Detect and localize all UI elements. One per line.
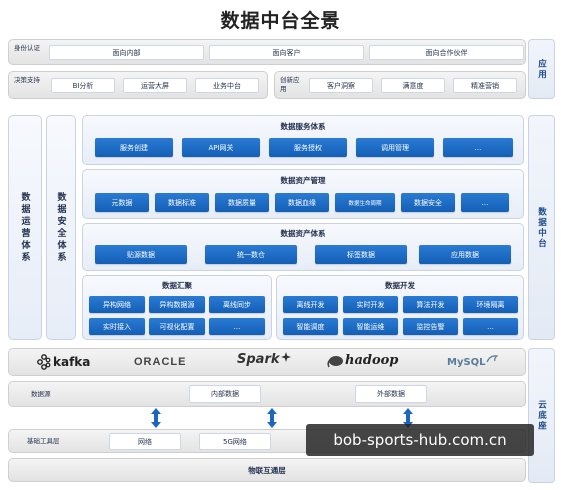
innovation-item-marketing[interactable]: 精准营销	[453, 78, 517, 93]
data-standard-button[interactable]: 数据标准	[155, 193, 209, 212]
application-data-button[interactable]: 应用数据	[419, 245, 511, 264]
asset-system-title: 数据资产体系	[280, 229, 326, 238]
innovation-item-satisfaction[interactable]: 满意度	[381, 78, 445, 93]
develop-more-button[interactable]: ...	[463, 318, 518, 335]
kafka-logo-text: kafka	[53, 355, 91, 369]
decision-item-business[interactable]: 业务中台	[195, 78, 259, 93]
iot-label: 物联互通层	[248, 465, 286, 475]
decision-item-screen[interactable]: 运营大屏	[123, 78, 187, 93]
tech-stack-row: kafka ORACLE Spark hadoop MySQL	[8, 348, 526, 376]
data-service-panel: 数据服务体系 服务创建 API网关 服务授权 调用管理 ...	[82, 115, 524, 165]
mysql-logo-text: MySQL	[447, 357, 486, 368]
layer-label-application-text: 应用	[536, 58, 547, 80]
spark-star-icon	[280, 351, 291, 362]
data-operations-text: 数据运营体系	[19, 191, 30, 264]
env-isolation-button[interactable]: 环境隔离	[463, 296, 518, 313]
visual-config-button[interactable]: 可视化配置	[149, 318, 205, 335]
monitor-alert-button[interactable]: 监控告警	[403, 318, 458, 335]
unified-warehouse-button[interactable]: 统一数仓	[205, 245, 297, 264]
offline-sync-button[interactable]: 离线同步	[209, 296, 265, 313]
hadoop-logo-text: hadoop	[345, 353, 399, 368]
identity-row-label: 身份认证	[14, 44, 40, 52]
data-operations-column: 数据运营体系	[8, 115, 42, 340]
service-auth-button[interactable]: 服务授权	[269, 138, 347, 157]
asset-more-button[interactable]: ...	[461, 193, 509, 212]
elephant-icon	[327, 355, 343, 367]
hadoop-logo: hadoop	[327, 353, 398, 368]
identity-item-customer[interactable]: 面向客户	[209, 45, 364, 60]
layer-label-cloud-base: 云底座	[528, 348, 555, 483]
data-gathering-panel: 数据汇聚 异构网络 异构数据源 离线同步 实时接入 可视化配置 ...	[82, 275, 272, 340]
smart-schedule-button[interactable]: 智能调度	[283, 318, 338, 335]
decision-row-label: 决策支持	[14, 76, 40, 84]
service-more-button[interactable]: ...	[443, 138, 513, 157]
source-data-button[interactable]: 贴源数据	[95, 245, 187, 264]
asset-management-title: 数据资产管理	[280, 176, 326, 185]
spark-logo-text: Spark	[237, 352, 280, 367]
layer-label-data-platform: 数据中台	[528, 115, 555, 340]
up-down-arrow-icon	[267, 408, 277, 428]
infra-tool-label: 基础工具层	[27, 437, 60, 445]
layer-label-cloud-base-text: 云底座	[536, 399, 547, 432]
datasource-label: 数据源	[31, 390, 51, 398]
external-data-box[interactable]: 外部数据	[355, 385, 427, 403]
decision-item-bi[interactable]: BI分析	[51, 78, 115, 93]
call-management-button[interactable]: 调用管理	[356, 138, 434, 157]
innovation-row-label: 创新应用	[280, 76, 300, 93]
data-development-panel: 数据开发 离线开发 实时开发 算法开发 环境隔离 智能调度 智能运维 监控告警 …	[276, 275, 524, 340]
hetero-network-button[interactable]: 异构网络	[89, 296, 145, 313]
identity-item-partner[interactable]: 面向合作伙伴	[369, 45, 524, 60]
data-quality-button[interactable]: 数据质量	[215, 193, 269, 212]
offline-dev-button[interactable]: 离线开发	[283, 296, 338, 313]
algorithm-dev-button[interactable]: 算法开发	[403, 296, 458, 313]
mysql-logo: MySQL	[447, 354, 498, 368]
kafka-icon	[37, 354, 51, 370]
data-security-column: 数据安全体系	[46, 115, 76, 340]
page-title: 数据中台全景	[220, 10, 341, 32]
up-down-arrow-icon	[403, 408, 413, 428]
layer-label-application: 应用	[528, 39, 555, 99]
layer-label-data-platform-text: 数据中台	[536, 206, 547, 249]
data-development-title: 数据开发	[385, 281, 415, 290]
innovation-row: 创新应用 客户洞察 满意度 精准营销	[274, 71, 526, 99]
realtime-access-button[interactable]: 实时接入	[89, 318, 145, 335]
data-security-button[interactable]: 数据安全	[401, 193, 455, 212]
innovation-item-insight[interactable]: 客户洞察	[309, 78, 373, 93]
oracle-logo: ORACLE	[134, 356, 187, 368]
gather-more-button[interactable]: ...	[209, 318, 265, 335]
internal-data-box[interactable]: 内部数据	[189, 385, 261, 403]
datasource-row: 数据源 内部数据 外部数据	[8, 381, 526, 407]
hetero-source-button[interactable]: 异构数据源	[149, 296, 205, 313]
up-down-arrow-icon	[151, 408, 161, 428]
data-lineage-button[interactable]: 数据血缘	[275, 193, 329, 212]
identity-row: 身份认证 面向内部 面向客户 面向合作伙伴	[8, 39, 526, 65]
spark-logo: Spark	[237, 351, 291, 367]
kafka-logo: kafka	[37, 354, 90, 370]
smart-ops-button[interactable]: 智能运维	[343, 318, 398, 335]
asset-system-panel: 数据资产体系 贴源数据 统一数仓 标签数据 应用数据	[82, 223, 524, 271]
watermark: bob-sports-hub.com.cn	[306, 424, 534, 456]
data-gathering-title: 数据汇聚	[162, 281, 192, 290]
dolphin-icon	[485, 354, 498, 362]
tag-data-button[interactable]: 标签数据	[315, 245, 407, 264]
decision-row: 决策支持 BI分析 运营大屏 业务中台	[8, 71, 268, 99]
data-security-text: 数据安全体系	[55, 191, 66, 264]
5g-network-box[interactable]: 5G网络	[199, 433, 271, 450]
network-box[interactable]: 网络	[109, 433, 181, 450]
api-gateway-button[interactable]: API网关	[182, 138, 260, 157]
realtime-dev-button[interactable]: 实时开发	[343, 296, 398, 313]
iot-row: 物联互通层	[8, 458, 526, 482]
asset-management-panel: 数据资产管理 元数据 数据标准 数据质量 数据血缘 数据生命周期 数据安全 ..…	[82, 169, 524, 219]
metadata-button[interactable]: 元数据	[95, 193, 149, 212]
service-create-button[interactable]: 服务创建	[95, 138, 173, 157]
identity-item-internal[interactable]: 面向内部	[49, 45, 204, 60]
data-lifecycle-button[interactable]: 数据生命周期	[335, 193, 395, 212]
data-service-title: 数据服务体系	[280, 122, 326, 131]
